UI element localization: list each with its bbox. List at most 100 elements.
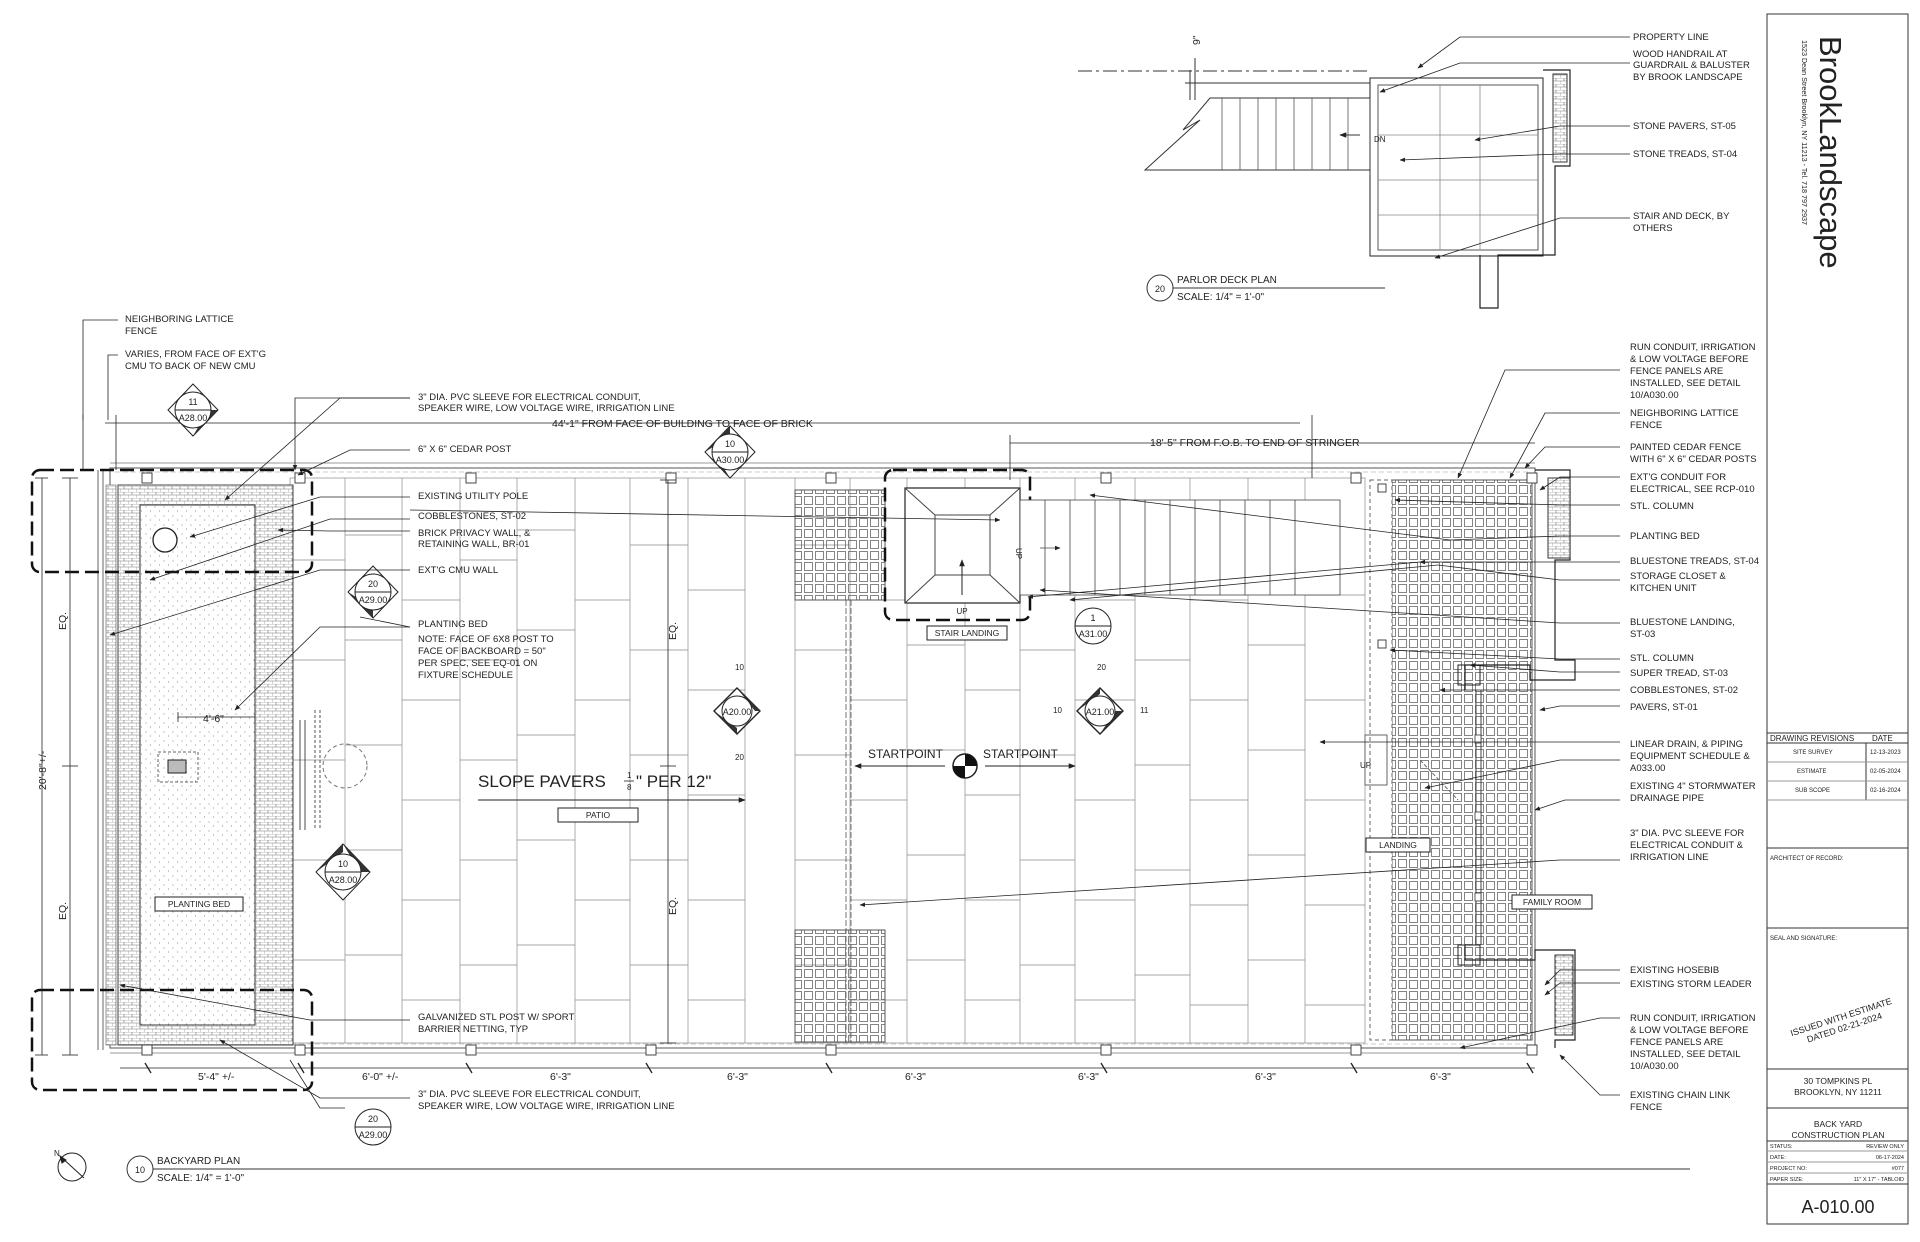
- revisions-header: DRAWING REVISIONS: [1770, 734, 1854, 743]
- stair-landing-up: UP: [956, 607, 967, 616]
- callout-note: FIXTURE SCHEDULE: [418, 670, 513, 681]
- parlor-callout: STAIR AND DECK, BY: [1633, 211, 1730, 222]
- callout-linear-drain: A033.00: [1630, 763, 1665, 774]
- callout-run-conduit-bottom: INSTALLED, SEE DETAIL: [1630, 1049, 1741, 1060]
- project-no-label: PROJECT NO:: [1770, 1166, 1807, 1172]
- callout-lattice-fence: FENCE: [1630, 420, 1662, 431]
- elev-a20-top: 10: [735, 663, 744, 672]
- landing-label: LANDING: [1379, 840, 1417, 850]
- section-tag-sheet: A31.00: [1079, 629, 1108, 639]
- callout-linear-drain: EQUIPMENT SCHEDULE &: [1630, 751, 1750, 762]
- dim-eq-lower: EQ.: [57, 902, 69, 920]
- callout-run-conduit-bottom: RUN CONDUIT, IRRIGATION: [1630, 1013, 1756, 1024]
- section-tag-num: 20: [368, 1114, 378, 1124]
- svg-text:N: N: [54, 1149, 60, 1158]
- revision-1-name: SITE SURVEY: [1793, 750, 1833, 756]
- sheet-title-2: CONSTRUCTION PLAN: [1791, 1130, 1884, 1140]
- dim-bottom: 6'-3": [550, 1071, 571, 1083]
- section-tag-sheet: A29.00: [359, 1130, 388, 1140]
- callout-planting-bed: PLANTING BED: [418, 619, 488, 630]
- revision-2-date: 02-05-2024: [1870, 769, 1901, 775]
- callout-cmu-wall: EXT'G CMU WALL: [418, 565, 498, 576]
- callout-pvc-sleeve-right: 3" DIA. PVC SLEEVE FOR: [1630, 828, 1744, 839]
- dim-stringer: 18'-5" FROM F.O.B. TO END OF STRINGER: [1150, 437, 1360, 449]
- dim-bottom: 6'-0" +/-: [362, 1071, 399, 1083]
- callout-run-conduit: 10/A030.00: [1630, 390, 1679, 401]
- callout-note: FACE OF BACKBOARD = 50": [418, 646, 546, 657]
- sheet-number: A-010.00: [1801, 1197, 1874, 1217]
- cobblestone-patch: [794, 929, 886, 1043]
- backyard-plan-scale: SCALE: 1/4" = 1'-0": [157, 1173, 245, 1184]
- left-leaders: [82, 319, 1001, 1109]
- callout-pvc-sleeve-right: ELECTRICAL CONDUIT &: [1630, 840, 1744, 851]
- architect-label: ARCHITECT OF RECORD:: [1770, 856, 1844, 862]
- callout-cedar-post: 6" X 6" CEDAR POST: [418, 444, 512, 455]
- parlor-plan-number: 20: [1155, 284, 1165, 294]
- parlor-deck-plan: 9" DN: [1078, 35, 1630, 309]
- cobblestone-strip: [1391, 479, 1533, 1041]
- parlor-plan-scale: SCALE: 1/4" = 1'-0": [1177, 292, 1265, 303]
- section-tag-num: 1: [1090, 613, 1095, 623]
- callout-storm-leader: EXISTING STORM LEADER: [1630, 979, 1752, 990]
- callout-utility-pole: EXISTING UTILITY POLE: [418, 491, 528, 502]
- callout-run-conduit: FENCE PANELS ARE: [1630, 366, 1723, 377]
- callout-bluestone-landing: BLUESTONE LANDING,: [1630, 617, 1735, 628]
- cobblestone-patch: [794, 489, 886, 601]
- callout-brick-wall: RETAINING WALL, BR-01: [418, 539, 529, 550]
- revisions-date-header: DATE: [1872, 734, 1893, 743]
- callout-hosebib: EXISTING HOSEBIB: [1630, 965, 1719, 976]
- callout-pvc-sleeve-bottom: SPEAKER WIRE, LOW VOLTAGE WIRE, IRRIGATI…: [418, 1101, 675, 1112]
- date-value: 06-17-2024: [1876, 1155, 1904, 1161]
- elev-a20-sheet: A20.00: [723, 707, 752, 717]
- section-tag-num: 10: [338, 859, 348, 869]
- callout-stl-post: BARRIER NETTING, TYP: [418, 1024, 528, 1035]
- dimension-lines: [35, 415, 1535, 1074]
- date-label: DATE:: [1770, 1155, 1786, 1161]
- parlor-callout: STONE PAVERS, ST-05: [1633, 121, 1736, 132]
- paper-size-value: 11" X 17" - TABLOID: [1854, 1177, 1904, 1183]
- backyard-plan-number: 10: [135, 1165, 145, 1175]
- callout-run-conduit: & LOW VOLTAGE BEFORE: [1630, 354, 1748, 365]
- callout-chain-link: EXISTING CHAIN LINK: [1630, 1090, 1731, 1101]
- callout-stl-column: STL. COLUMN: [1630, 501, 1694, 512]
- right-callout-labels: RUN CONDUIT, IRRIGATION & LOW VOLTAGE BE…: [1630, 342, 1759, 1113]
- dim-bed-width: 4'-6": [203, 713, 224, 725]
- parlor-callout-labels: PROPERTY LINE WOOD HANDRAIL AT GUARDRAIL…: [1633, 32, 1750, 234]
- callout-stormwater: DRAINAGE PIPE: [1630, 793, 1704, 804]
- planting-bed-label: PLANTING BED: [168, 899, 230, 909]
- callout-linear-drain: LINEAR DRAIN, & PIPING: [1630, 739, 1743, 750]
- revision-2-name: ESTIMATE: [1797, 769, 1827, 775]
- callout-note: NOTE: FACE OF 6X8 POST TO: [418, 634, 554, 645]
- elevation-marker-a21: A21.00 20 10 11: [1053, 663, 1149, 735]
- callout-cedar-fence: PAINTED CEDAR FENCE: [1630, 442, 1741, 453]
- parlor-callout: OTHERS: [1633, 223, 1673, 234]
- callout-stormwater: EXISTING 4" STORMWATER: [1630, 781, 1756, 792]
- elev-a21-sheet: A21.00: [1086, 707, 1115, 717]
- family-room-label: FAMILY ROOM: [1523, 897, 1581, 907]
- callout-cobblestones: COBBLESTONES, ST-02: [418, 511, 526, 522]
- project-no-value: #077: [1892, 1166, 1904, 1172]
- callout-neighboring-fence: NEIGHBORING LATTICE: [125, 314, 234, 325]
- parlor-callout: GUARDRAIL & BALUSTER: [1633, 60, 1750, 71]
- north-arrow-icon: N: [54, 1149, 87, 1182]
- callout-storage-closet: STORAGE CLOSET &: [1630, 571, 1726, 582]
- section-tag: 20 A29.00: [354, 1108, 392, 1146]
- dim-eq-upper: EQ.: [57, 612, 69, 630]
- callout-pvc-sleeve: 3" DIA. PVC SLEEVE FOR ELECTRICAL CONDUI…: [418, 392, 641, 403]
- dim-bottom: 6'-3": [1078, 1071, 1099, 1083]
- backyard-plan: UP UP UP: [30, 314, 1759, 1146]
- section-tag: 11 A28.00: [167, 383, 219, 437]
- dim-bottom: 5'-4" +/-: [198, 1071, 235, 1083]
- callout-brick-wall: BRICK PRIVACY WALL, &: [418, 528, 531, 539]
- callout-bluestone-landing: ST-03: [1630, 629, 1655, 640]
- callout-note: PER SPEC, SEE EQ-01 ON: [418, 658, 537, 669]
- callout-planting-bed: PLANTING BED: [1630, 531, 1700, 542]
- parlor-callout: WOOD HANDRAIL AT: [1633, 49, 1728, 60]
- slope-pavers-text: SLOPE PAVERS: [478, 772, 606, 791]
- callout-conduit: ELECTRICAL, SEE RCP-010: [1630, 484, 1755, 495]
- status-label: STATUS:: [1770, 1144, 1793, 1150]
- revision-1-date: 12-13-2023: [1870, 750, 1901, 756]
- dim-height: 20'-8"+/-: [37, 750, 49, 790]
- callout-varies: VARIES, FROM FACE OF EXT'G: [125, 349, 266, 360]
